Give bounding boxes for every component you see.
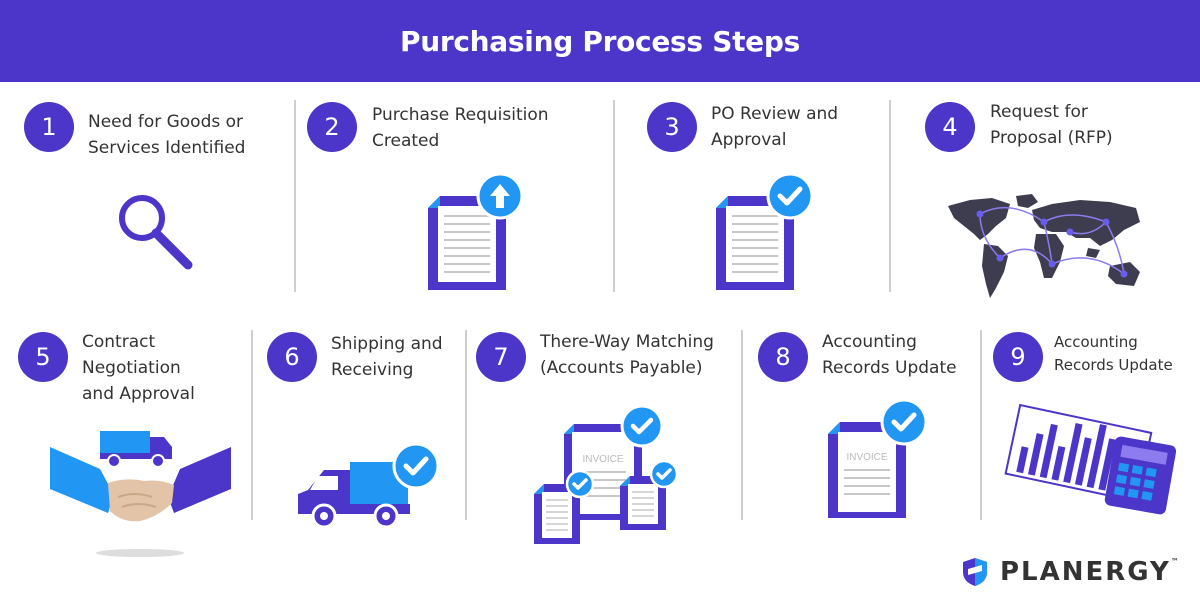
- step-number: 6: [267, 332, 317, 382]
- page-title: Purchasing Process Steps: [400, 24, 800, 58]
- step-number: 2: [307, 102, 357, 152]
- step-label-line: Request for: [990, 102, 1088, 122]
- step-label: Need for Goods or Services Identified: [88, 109, 245, 161]
- step-label: PO Review and Approval: [711, 101, 838, 153]
- step-label-line: Accounting: [1054, 333, 1138, 351]
- step-number: 5: [18, 332, 68, 382]
- step-label-line: There-Way Matching: [540, 332, 714, 352]
- brand-logo: PLANERGY™: [962, 555, 1181, 589]
- step-label-line: Contract: [82, 332, 156, 352]
- world-map-icon: [948, 194, 1140, 298]
- step-label: Contract Negotiation and Approval: [82, 329, 195, 407]
- document-upload-icon: [428, 172, 524, 290]
- step-label-line: Receiving: [331, 360, 414, 380]
- step-label-line: (Accounts Payable): [540, 358, 703, 378]
- step-label: Accounting Records Update: [1054, 331, 1173, 377]
- trademark: ™: [1170, 557, 1181, 566]
- step-number: 9: [993, 332, 1043, 382]
- header-banner: Purchasing Process Steps: [0, 0, 1200, 82]
- invoice-check-icon: INVOICE: [828, 398, 928, 518]
- divider: [980, 330, 982, 520]
- step-label: Request for Proposal (RFP): [990, 99, 1113, 151]
- step-label-line: Negotiation: [82, 358, 181, 378]
- brand-name: PLANERGY™: [1000, 557, 1181, 587]
- divider: [613, 100, 615, 292]
- step-label-line: Created: [372, 131, 440, 151]
- shield-logo-icon: [963, 558, 987, 586]
- invoice-documents-icon: INVOICE: [534, 404, 679, 544]
- step-label-line: Records Update: [822, 358, 957, 378]
- step-number: 8: [758, 332, 808, 382]
- divider: [741, 330, 743, 520]
- step-label-line: Purchase Requisition: [372, 105, 549, 125]
- step-label-line: and Approval: [82, 384, 195, 404]
- step-label-line: PO Review and: [711, 104, 839, 124]
- divider: [889, 100, 891, 292]
- step-label-line: Proposal (RFP): [990, 128, 1113, 148]
- handshake-truck-icon: [50, 431, 231, 557]
- step-label: Purchase Requisition Created: [372, 102, 549, 154]
- step-number: 4: [925, 102, 975, 152]
- step-number: 7: [476, 332, 526, 382]
- step-label-line: Need for Goods or: [88, 112, 244, 132]
- step-number: 3: [647, 102, 697, 152]
- divider: [251, 330, 253, 520]
- chart-calculator-icon: [1004, 403, 1177, 515]
- step-label-line: Shipping and: [331, 334, 443, 354]
- step-label: Shipping and Receiving: [331, 331, 443, 383]
- brand-name-text: PLANERGY: [1000, 557, 1171, 587]
- delivery-truck-check-icon: [298, 442, 440, 529]
- invoice-label: INVOICE: [846, 452, 887, 463]
- divider: [294, 100, 296, 292]
- step-label: There-Way Matching (Accounts Payable): [540, 329, 714, 381]
- magnifying-glass-icon: [119, 195, 193, 270]
- step-label-line: Accounting: [822, 332, 917, 352]
- step-label-line: Services Identified: [88, 138, 246, 158]
- divider: [465, 330, 467, 520]
- step-label: Accounting Records Update: [822, 329, 957, 381]
- step-label-line: Approval: [711, 130, 787, 150]
- step-number: 1: [24, 102, 74, 152]
- document-check-icon: [716, 172, 814, 290]
- step-label-line: Records Update: [1054, 356, 1173, 374]
- invoice-label: INVOICE: [582, 454, 623, 465]
